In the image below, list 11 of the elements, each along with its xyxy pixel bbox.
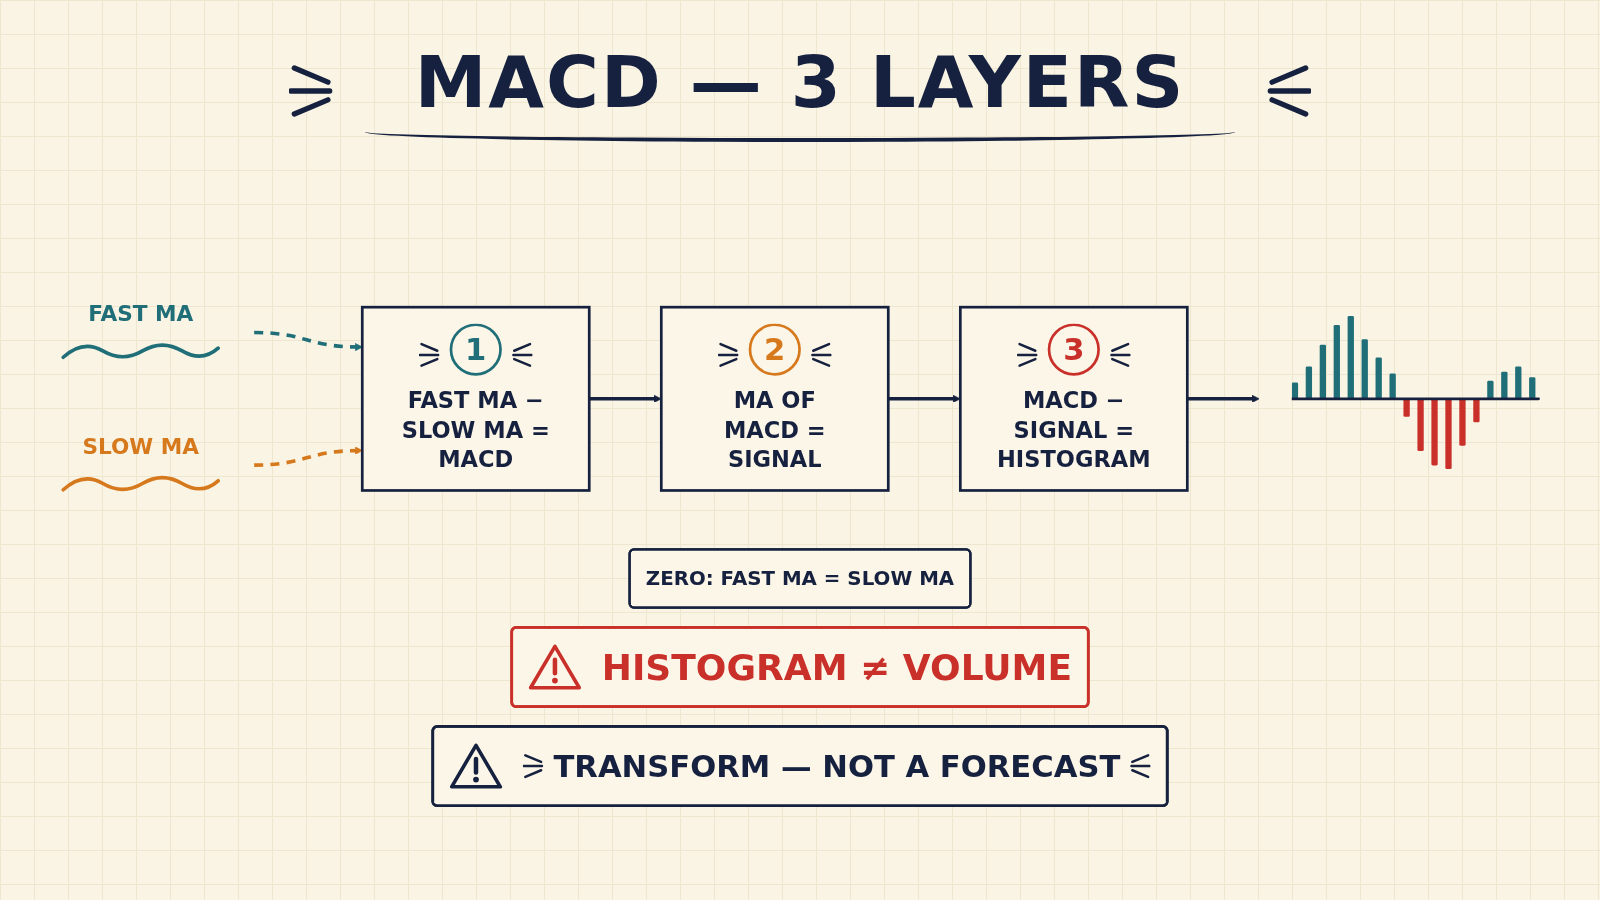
arrow: [254, 330, 363, 351]
node-box: 1 FAST MA − SLOW MA = MACD: [360, 305, 591, 492]
node-text: SLOW MA: [82, 433, 199, 460]
node-box: 3 MACD − SIGNAL = HISTOGRAM: [958, 305, 1189, 492]
arrow: [589, 394, 662, 403]
node-text: FAST MA: [88, 301, 194, 327]
title: MACD — 3 LAYERS: [364, 40, 1236, 142]
arrow: [888, 394, 961, 403]
arrow: [1187, 394, 1260, 403]
node-box: 2 MA OF MACD = SIGNAL: [659, 305, 890, 492]
arrow: [254, 446, 363, 467]
